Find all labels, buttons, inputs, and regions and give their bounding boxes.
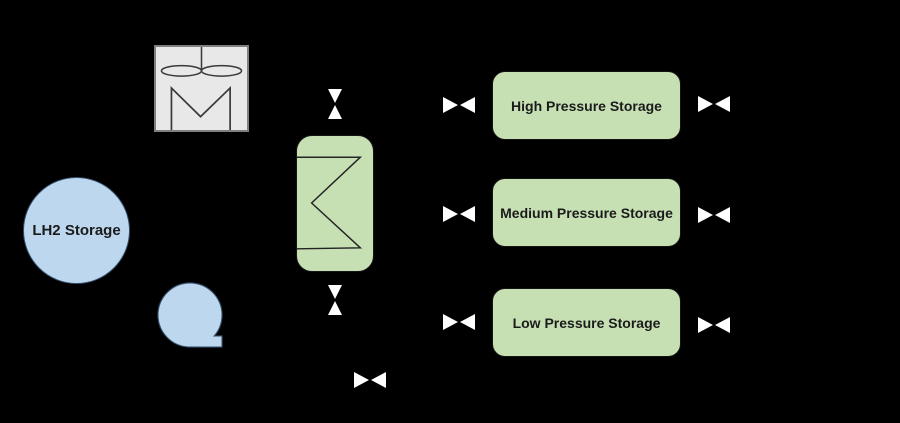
valve-high-pressure-outlet-icon: [698, 96, 730, 112]
compressor-symbol: [154, 45, 249, 132]
valve-triangle: [443, 97, 458, 113]
heat-exchanger: [296, 135, 374, 272]
valve-triangle: [460, 206, 475, 222]
valve-triangle: [715, 96, 730, 112]
compressor-fan-icon: [160, 47, 243, 130]
valve-heat-exchanger-outlet-icon: [328, 285, 343, 315]
valve-triangle: [328, 285, 342, 299]
valve-triangle: [715, 317, 730, 333]
valve-triangle: [698, 207, 713, 223]
valve-high-pressure-inlet-icon: [443, 97, 475, 113]
valve-low-pressure-outlet-icon: [698, 317, 730, 333]
valve-triangle: [328, 301, 342, 315]
valve-triangle: [443, 206, 458, 222]
lh2-storage-tank: LH2 Storage: [23, 177, 130, 284]
heat-exchanger-zigzag-icon: [297, 156, 363, 250]
medium-pressure-storage-box: Medium Pressure Storage: [492, 178, 681, 247]
valve-triangle: [371, 372, 386, 388]
valve-medium-pressure-outlet-icon: [698, 207, 730, 223]
valve-bypass-bottom-icon: [354, 372, 386, 388]
valve-triangle: [698, 317, 713, 333]
high-pressure-storage-box: High Pressure Storage: [492, 71, 681, 140]
valve-triangle: [443, 314, 458, 330]
valve-triangle: [460, 314, 475, 330]
valve-heat-exchanger-inlet-icon: [328, 89, 343, 119]
valve-triangle: [328, 105, 342, 119]
valve-triangle: [354, 372, 369, 388]
low-pressure-storage-box: Low Pressure Storage: [492, 288, 681, 357]
lh2-storage-label: LH2 Storage: [32, 222, 121, 239]
low-pressure-storage-label: Low Pressure Storage: [512, 314, 661, 331]
pump-symbol: [156, 281, 224, 349]
valve-triangle: [698, 96, 713, 112]
valve-triangle: [328, 89, 342, 103]
valve-medium-pressure-inlet-icon: [443, 206, 475, 222]
medium-pressure-storage-label: Medium Pressure Storage: [500, 204, 673, 221]
valve-low-pressure-inlet-icon: [443, 314, 475, 330]
valve-triangle: [715, 207, 730, 223]
high-pressure-storage-label: High Pressure Storage: [511, 97, 662, 114]
pump-icon: [157, 282, 223, 348]
valve-triangle: [460, 97, 475, 113]
